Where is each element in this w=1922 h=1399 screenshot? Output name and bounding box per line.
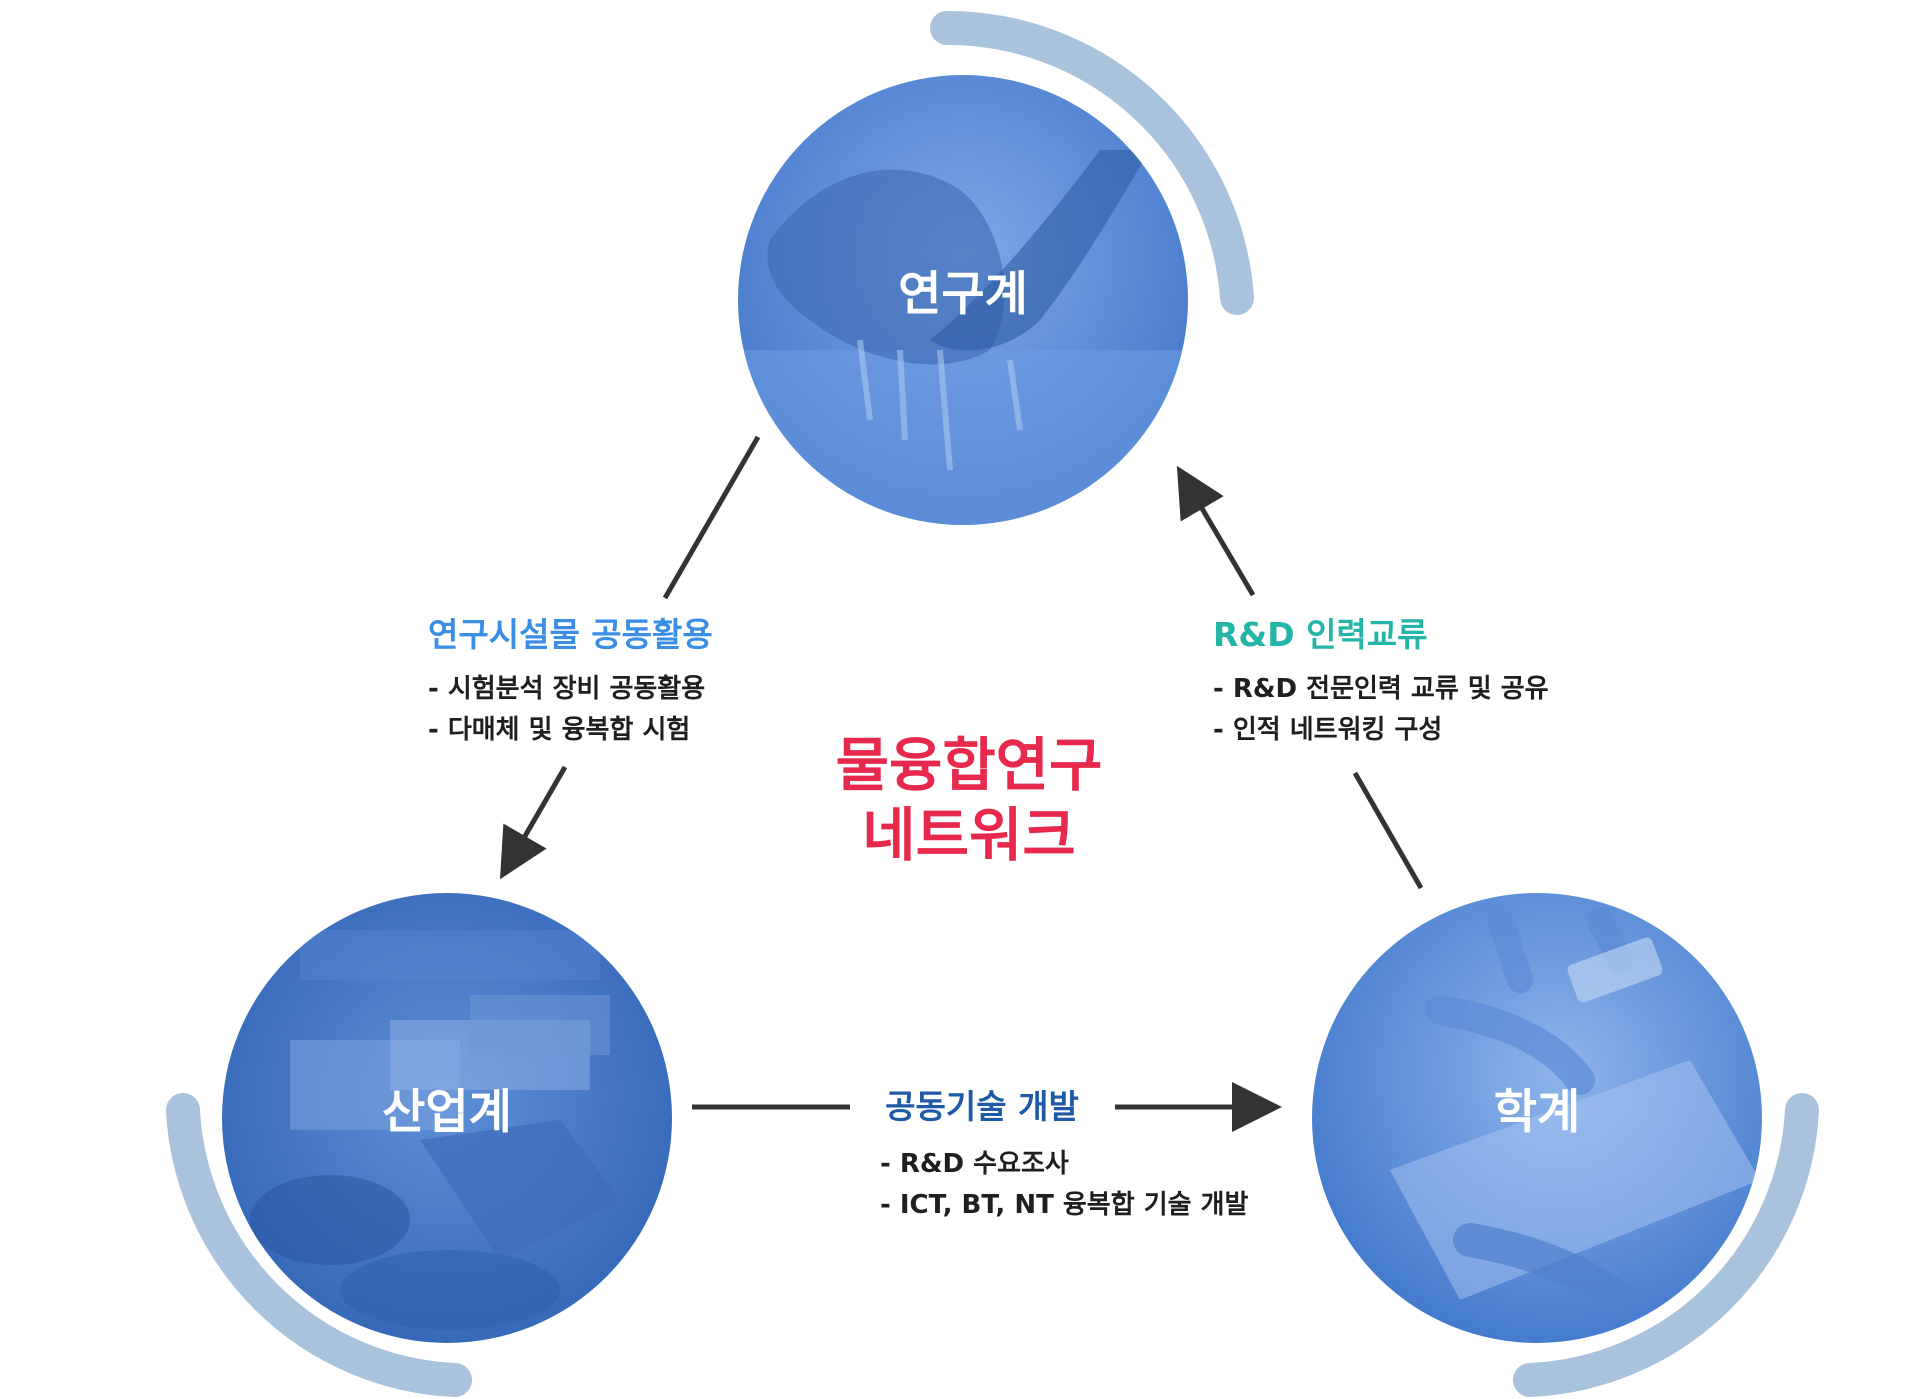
link-research-to-industry: 연구시설물 공동활용 - 시험분석 장비 공동활용 - 다매체 및 융복합 시험: [428, 615, 713, 745]
ring-arc-research: [930, 10, 1254, 315]
ring-arc-industry: [166, 1093, 472, 1397]
center-title-line2: 네트워크: [862, 801, 1075, 869]
link-item: - 다매체 및 융복합 시험: [428, 715, 690, 745]
node-academia: 학계: [1312, 893, 1762, 1343]
industrial-complex-aerial-photo: [250, 930, 620, 1330]
link-academia-to-research: R&D 인력교류 - R&D 전문인력 교류 및 공유 - 인적 네트워킹 구성: [1213, 615, 1549, 745]
link-item: - 시험분석 장비 공동활용: [428, 674, 705, 704]
node-label-industry: 산업계: [382, 1085, 512, 1140]
link-title-research-to-industry: 연구시설물 공동활용: [428, 615, 713, 654]
link-item: - 인적 네트워킹 구성: [1213, 715, 1442, 745]
laptop-teamwork-photo: [1390, 907, 1760, 1317]
link-item: - R&D 수요조사: [880, 1149, 1069, 1179]
link-item: - ICT, BT, NT 융복합 기술 개발: [880, 1190, 1248, 1220]
connector-academia-to-research-lower: [1352, 771, 1424, 890]
center-title-line1: 물융합연구: [836, 731, 1103, 799]
link-title-academia-to-research: R&D 인력교류: [1213, 615, 1428, 654]
ring-arc-academia: [1513, 1093, 1819, 1397]
node-label-academia: 학계: [1494, 1085, 1580, 1140]
node-label-research: 연구계: [898, 267, 1028, 322]
arrow-academia-to-research: [1176, 465, 1256, 597]
node-research: 연구계: [738, 75, 1188, 525]
center-title: 물융합연구 네트워크: [836, 731, 1103, 869]
link-item: - R&D 전문인력 교류 및 공유: [1213, 674, 1549, 704]
link-title-industry-to-academia: 공동기술 개발: [885, 1087, 1079, 1126]
link-industry-to-academia: 공동기술 개발 - R&D 수요조사 - ICT, BT, NT 융복합 기술 …: [880, 1087, 1248, 1220]
node-industry: 산업계: [222, 893, 672, 1343]
connector-research-to-industry-upper: [662, 435, 761, 600]
arrow-research-to-industry: [499, 765, 568, 880]
